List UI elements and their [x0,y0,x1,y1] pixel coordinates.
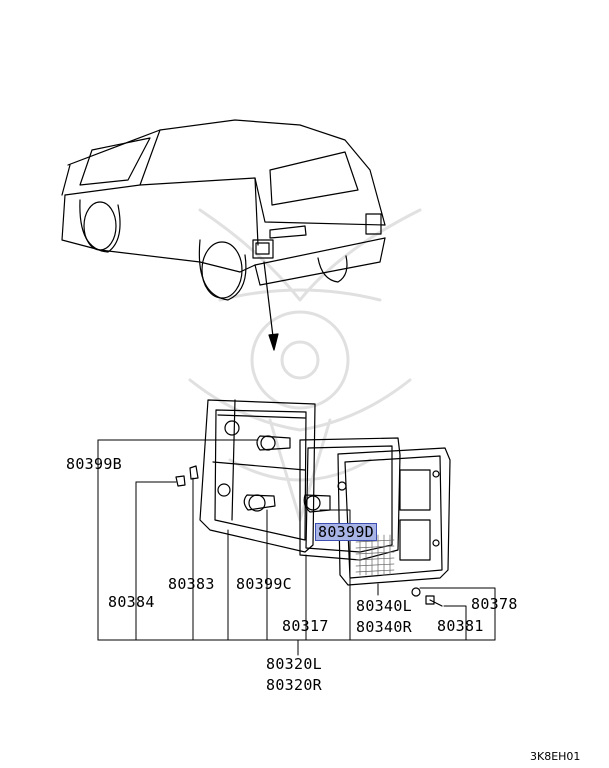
part-label-80320L[interactable]: 80320L [266,655,322,673]
part-label-80399C[interactable]: 80399C [236,575,292,593]
part-label-80383[interactable]: 80383 [168,575,215,593]
part-label-80317[interactable]: 80317 [282,617,329,635]
part-label-80340R[interactable]: 80340R [356,618,412,636]
part-label-80399D-highlighted[interactable]: 80399D [315,523,377,541]
diagram-code: 3K8EH01 [530,750,581,763]
vehicle-illustration [61,119,386,351]
part-label-80381[interactable]: 80381 [437,617,484,635]
leader-lines [97,439,496,656]
part-label-80399B[interactable]: 80399B [66,455,122,473]
part-label-80320R[interactable]: 80320R [266,676,322,694]
lamp-assembly [175,399,451,607]
part-label-80384[interactable]: 80384 [108,593,155,611]
part-label-80340L[interactable]: 80340L [356,597,412,615]
part-label-80378[interactable]: 80378 [471,595,518,613]
